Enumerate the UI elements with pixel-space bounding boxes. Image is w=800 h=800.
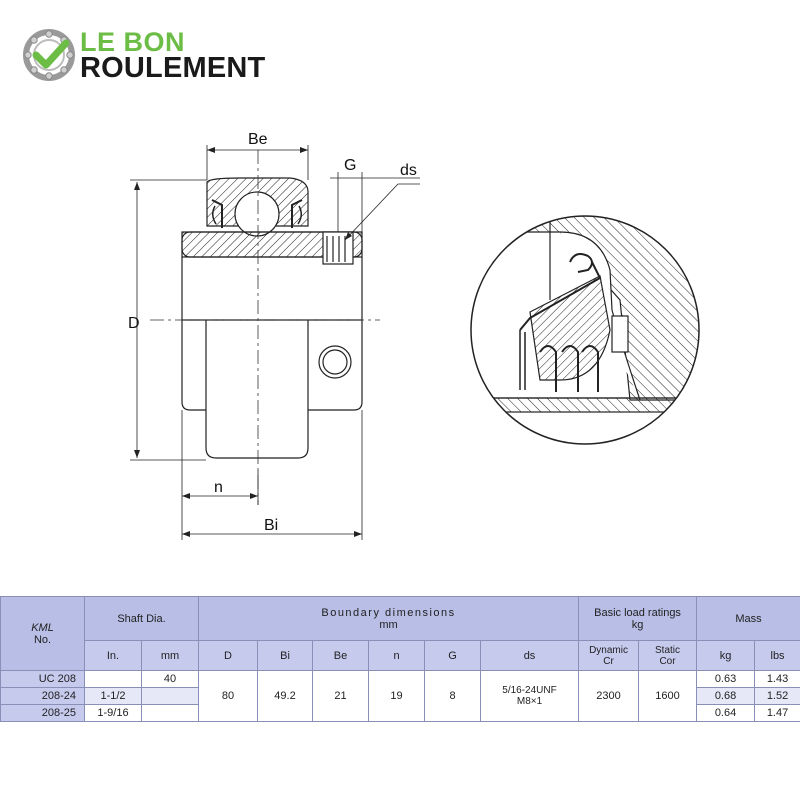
boundary-header: Boundary dimensions mm (197, 596, 580, 641)
bi-header: Bi (257, 640, 313, 671)
specification-table: KML No. Shaft Dia. Boundary dimensions m… (0, 596, 800, 722)
inch-cell (84, 670, 142, 688)
lbs-cell: 1.52 (754, 687, 800, 705)
load-label: Basic load ratings (594, 606, 681, 619)
mass-header: Mass (696, 596, 800, 641)
load-unit: kg (631, 618, 644, 631)
cr-value: 2300 (578, 670, 640, 722)
ds-value-line1: 5/16-24UNF (502, 685, 557, 696)
mm-header: mm (141, 640, 199, 671)
static-label: Static (655, 644, 681, 656)
load-header: Basic load ratings kg (578, 596, 698, 641)
d-header: D (198, 640, 258, 671)
lbs-header: lbs (754, 640, 800, 671)
kg-header: kg (696, 640, 756, 671)
be-value: 21 (312, 670, 369, 722)
label-bi: Bi (264, 517, 278, 534)
model-cell: 208-25 (0, 704, 85, 722)
bearing-side-view (181, 177, 363, 459)
label-be: Be (248, 131, 268, 148)
kg-cell: 0.64 (696, 704, 756, 722)
table-row: 208-25 1-9/16 0.64 1.47 (0, 704, 800, 722)
model-cell: 208-24 (0, 687, 85, 705)
ds-header: ds (479, 640, 580, 671)
cor-label: Cor (659, 655, 676, 667)
g-header: G (424, 640, 481, 671)
lbs-cell: 1.43 (754, 670, 800, 688)
in-header: In. (84, 640, 142, 671)
mm-cell: 40 (141, 670, 199, 688)
brand-logo: LE BON ROULEMENT (22, 26, 302, 86)
be-header: Be (312, 640, 369, 671)
inch-cell: 1-1/2 (84, 687, 142, 705)
bearing-drawing: Be G ds D n Bi (128, 131, 700, 540)
static-cor-header: Static Cor (638, 640, 698, 671)
shaft-dia-header: Shaft Dia. (84, 596, 199, 641)
bearing-check-icon (23, 29, 75, 81)
label-g: G (344, 157, 356, 174)
dynamic-label: Dynamic (589, 644, 628, 656)
lbs-cell: 1.47 (754, 704, 800, 722)
logo-line2: ROULEMENT (80, 52, 266, 84)
seal-detail-view (470, 215, 700, 445)
bi-value: 49.2 (257, 670, 313, 722)
boundary-unit: mm (379, 618, 398, 631)
header-row-1: KML No. Shaft Dia. Boundary dimensions m… (0, 596, 800, 671)
logo-line1: LE BON (80, 27, 186, 57)
cor-value: 1600 (638, 670, 698, 722)
inch-cell: 1-9/16 (84, 704, 142, 722)
no-label: No. (33, 633, 52, 646)
mm-cell (141, 687, 199, 705)
mm-cell (141, 704, 199, 722)
d-value: 80 (198, 670, 258, 722)
ds-value-line2: M8×1 (516, 696, 543, 707)
label-ds: ds (400, 162, 417, 179)
header-row-2: In. mm D Bi Be n G ds Dynamic Cr Static … (1, 640, 800, 671)
table-row: UC 208 40 80 49.2 21 19 8 5/16-24UNF M8×… (0, 670, 800, 722)
label-n: n (214, 479, 223, 496)
kml-label: KML (31, 621, 54, 634)
cr-label: Cr (603, 655, 614, 667)
n-header: n (368, 640, 425, 671)
boundary-label: Boundary dimensions (321, 606, 456, 619)
dynamic-cr-header: Dynamic Cr (578, 640, 640, 671)
kml-no-header: KML No. (0, 596, 85, 671)
label-d: D (128, 315, 140, 332)
kg-cell: 0.63 (696, 670, 756, 688)
g-value: 8 (424, 670, 481, 722)
ds-value: 5/16-24UNF M8×1 (479, 670, 580, 722)
n-value: 19 (368, 670, 425, 722)
kg-cell: 0.68 (696, 687, 756, 705)
model-cell: UC 208 (0, 670, 85, 688)
